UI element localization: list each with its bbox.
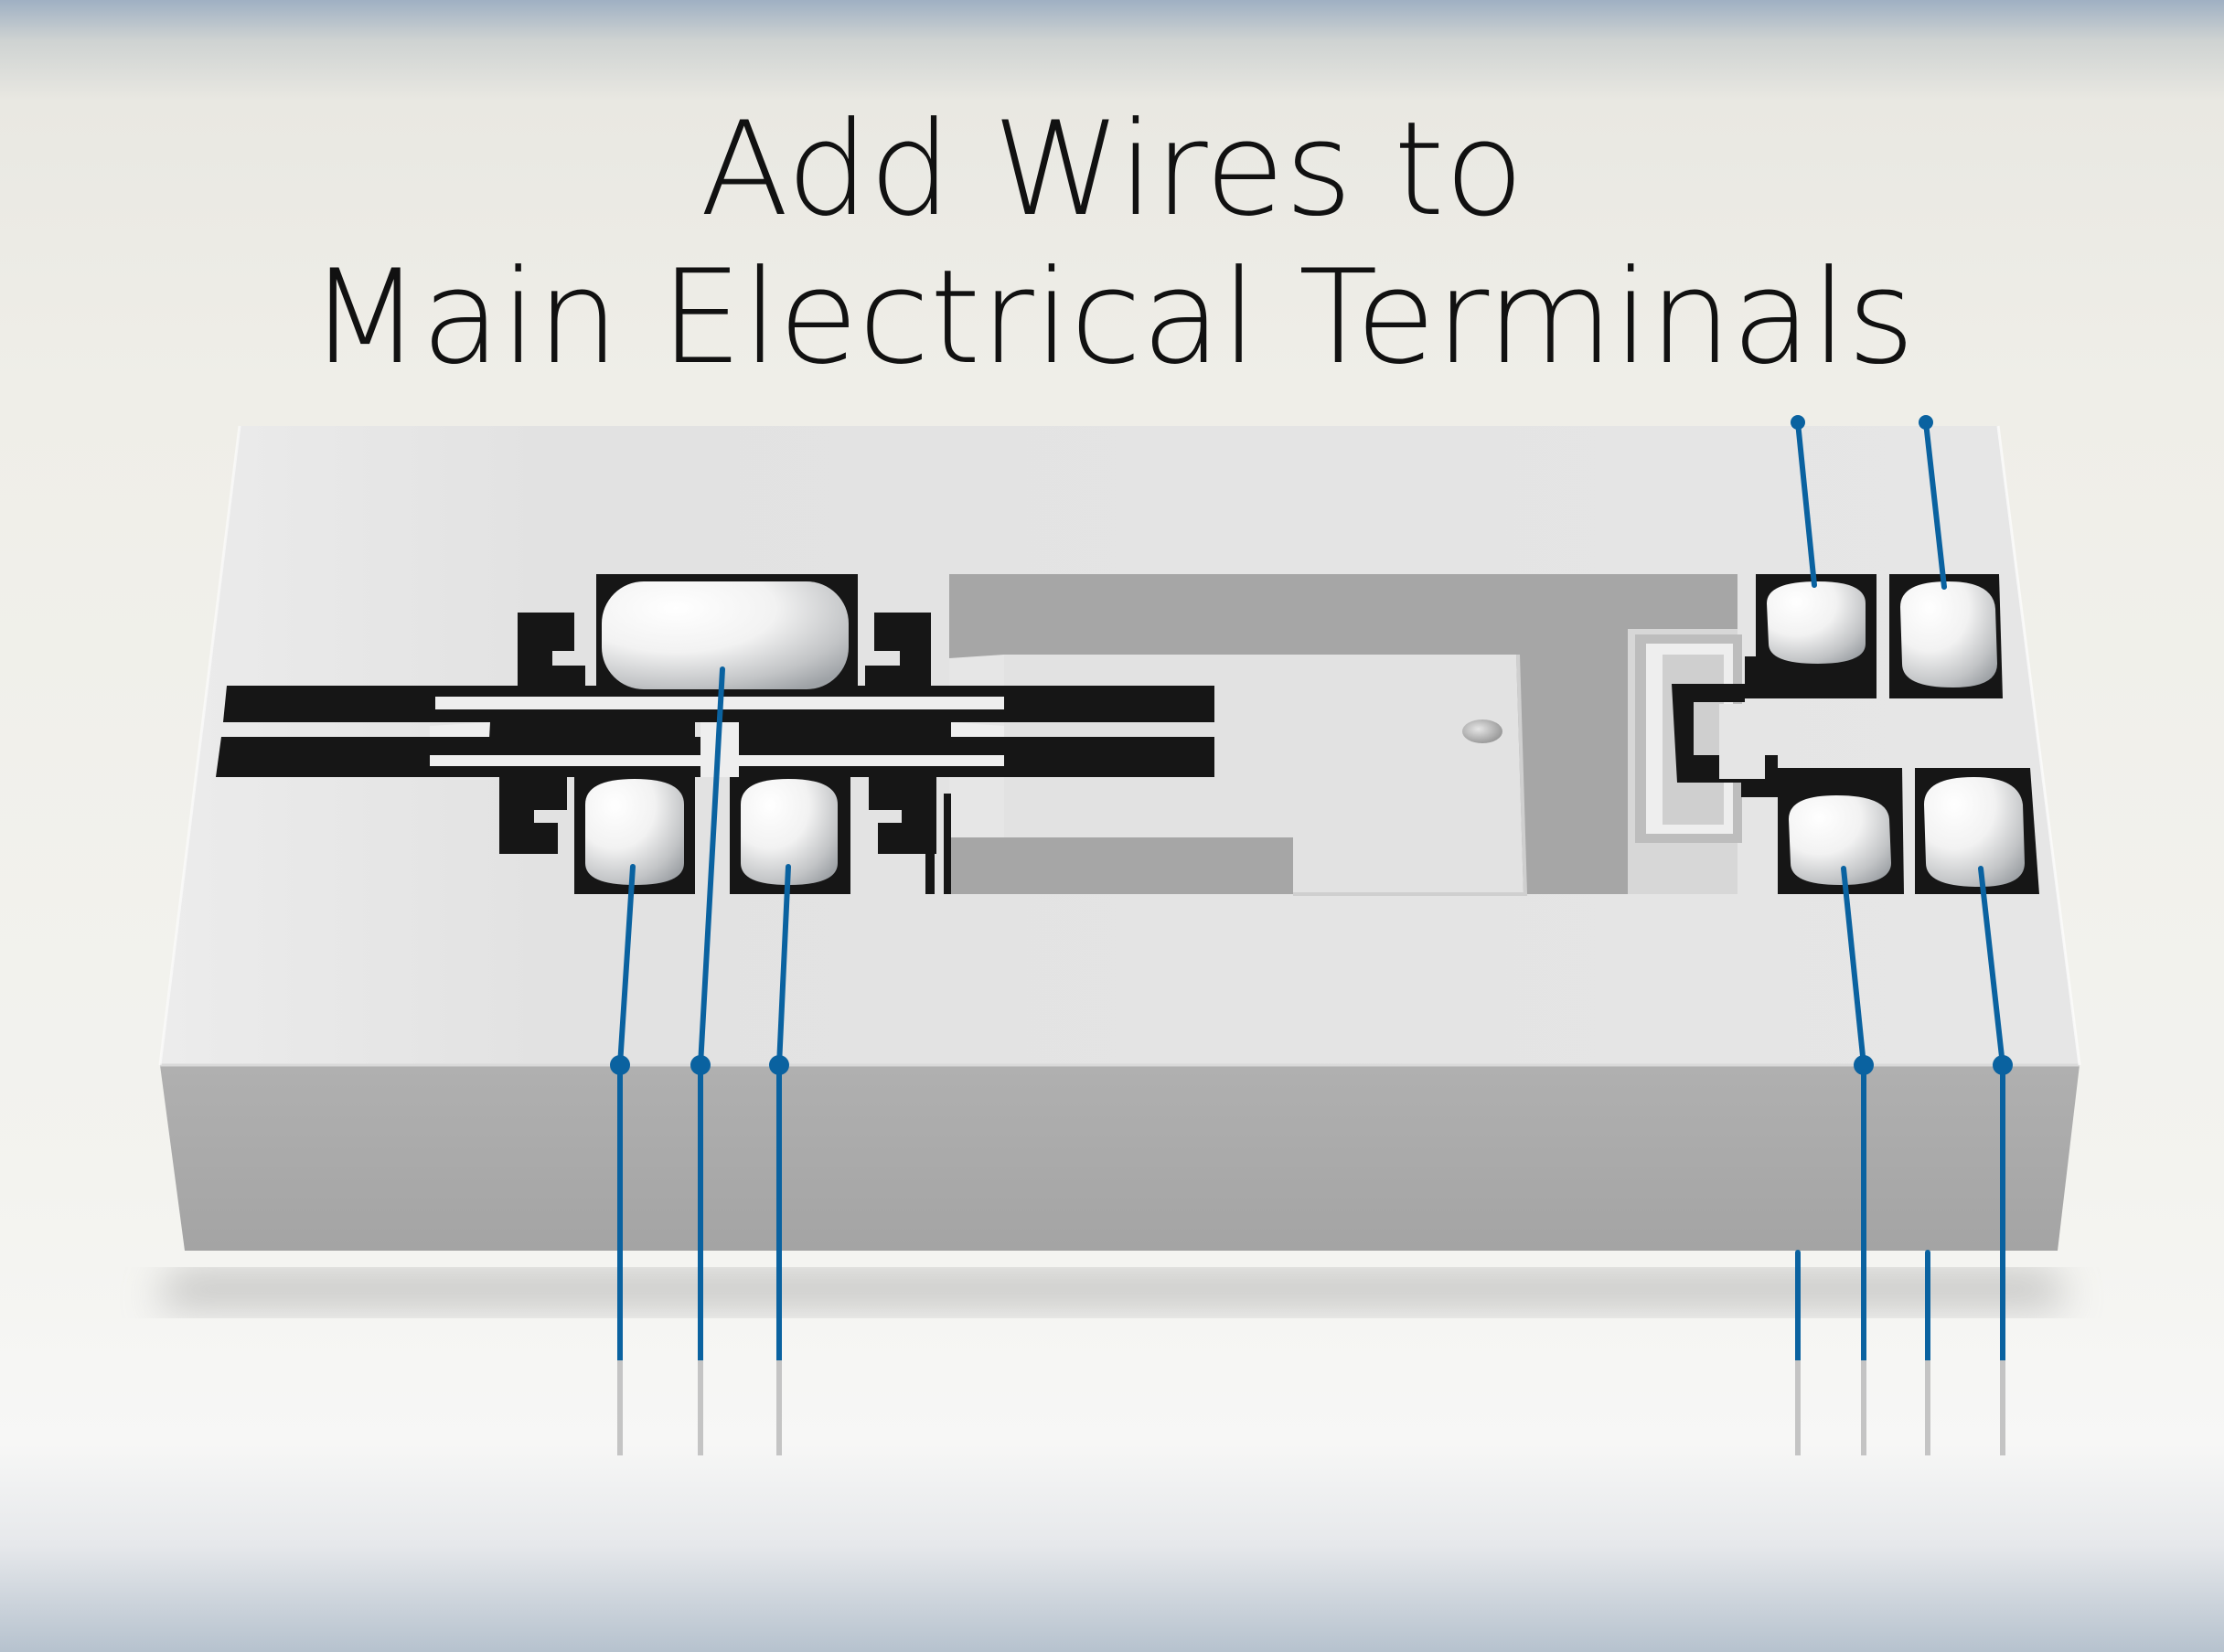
- diagram-title: Add Wires to Main Electrical Terminals: [0, 96, 2224, 392]
- wire-joints: [610, 415, 2013, 1075]
- substrate-front-face: [160, 1065, 2080, 1251]
- bond-pad-lower-mid: [741, 779, 838, 885]
- wire-right-top-1: [1795, 420, 1817, 588]
- lead-tips: [617, 1360, 2005, 1455]
- bond-pad-right-1: [1767, 581, 1866, 664]
- title-line-2: Main Electrical Terminals: [308, 242, 1915, 393]
- package-shadow: [155, 1271, 2067, 1307]
- bond-pad-lower-left: [585, 779, 684, 885]
- mounting-hole: [1462, 719, 1502, 743]
- wire-right-top-2: [1923, 420, 1947, 590]
- bond-pad-right-3: [1789, 795, 1891, 885]
- bond-pad-right-2: [1900, 581, 1997, 687]
- substrate-pocket: [949, 574, 1738, 896]
- title-line-1: Add Wires to: [700, 94, 1524, 245]
- bond-pad-upper-large: [602, 581, 849, 689]
- bond-pad-right-4: [1924, 777, 2025, 887]
- bond-pads: [585, 581, 2025, 887]
